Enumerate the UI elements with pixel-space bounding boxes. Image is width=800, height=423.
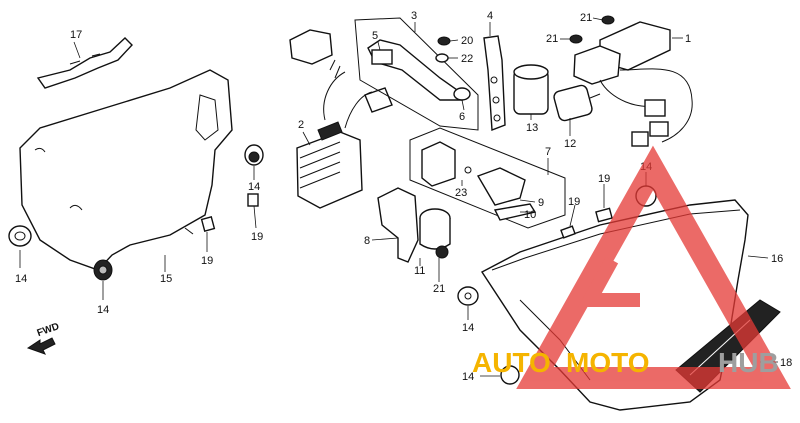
callout-13: 13 <box>526 122 538 134</box>
relay-bracket-8 <box>377 187 451 263</box>
watermark-logo <box>516 145 791 389</box>
callout-14-f: 14 <box>462 371 474 383</box>
grommet-left-b <box>93 259 113 281</box>
svg-text:HUB: HUB <box>718 347 779 378</box>
grommet-mid <box>244 144 264 166</box>
callout-1: 1 <box>685 33 691 45</box>
callout-19-c: 19 <box>598 173 610 185</box>
callout-19-a: 19 <box>251 231 263 243</box>
callout-14-a: 14 <box>15 273 27 285</box>
starter-relay-box <box>409 127 566 229</box>
washer-center <box>457 286 479 306</box>
callout-2: 2 <box>298 119 304 131</box>
callout-21-a: 21 <box>580 12 592 24</box>
callout-10: 10 <box>524 209 536 221</box>
forward-arrow <box>26 337 56 355</box>
bracket-17 <box>36 37 133 89</box>
grommet-bottom <box>500 365 520 385</box>
callout-7: 7 <box>545 146 551 158</box>
callout-8: 8 <box>364 235 370 247</box>
watermark-text: AUTO MOTO HUB <box>472 347 779 378</box>
callout-18: 18 <box>780 357 792 369</box>
callout-3: 3 <box>411 10 417 22</box>
callout-6: 6 <box>459 111 465 123</box>
callout-19-d: 19 <box>568 196 580 208</box>
callout-16: 16 <box>771 253 783 265</box>
clip-19-mid <box>247 193 259 207</box>
callout-15: 15 <box>160 273 172 285</box>
callout-14-d: 14 <box>462 322 474 334</box>
callout-20: 20 <box>461 35 473 47</box>
regulator-rectifier <box>289 29 393 209</box>
callout-17: 17 <box>70 29 82 41</box>
relay-plate <box>354 17 479 131</box>
bracket-4 <box>483 35 506 131</box>
left-side-cover <box>19 69 233 271</box>
callout-labels: 17 14 14 15 14 19 19 2 3 4 5 20 22 6 21 … <box>15 10 792 383</box>
clip-19-left <box>200 216 216 232</box>
callout-21-b: 21 <box>546 33 558 45</box>
callout-14-c: 14 <box>248 181 260 193</box>
callout-19-b: 19 <box>201 255 213 267</box>
callout-9: 9 <box>538 197 544 209</box>
callout-23: 23 <box>455 187 467 199</box>
cdi-unit <box>569 15 693 147</box>
callout-5: 5 <box>372 30 378 42</box>
svg-text:AUTO: AUTO <box>472 347 551 378</box>
callout-22: 22 <box>461 53 473 65</box>
callout-12: 12 <box>564 138 576 150</box>
svg-text:MOTO: MOTO <box>566 347 649 378</box>
condenser-12 <box>553 84 601 122</box>
callout-4: 4 <box>487 10 493 22</box>
condenser-13 <box>513 64 549 115</box>
callout-21-c: 21 <box>433 283 445 295</box>
grommet-left-a <box>8 225 32 247</box>
direction-label: FWD <box>36 321 61 339</box>
callout-11: 11 <box>414 265 425 277</box>
callout-14-b: 14 <box>97 304 109 316</box>
